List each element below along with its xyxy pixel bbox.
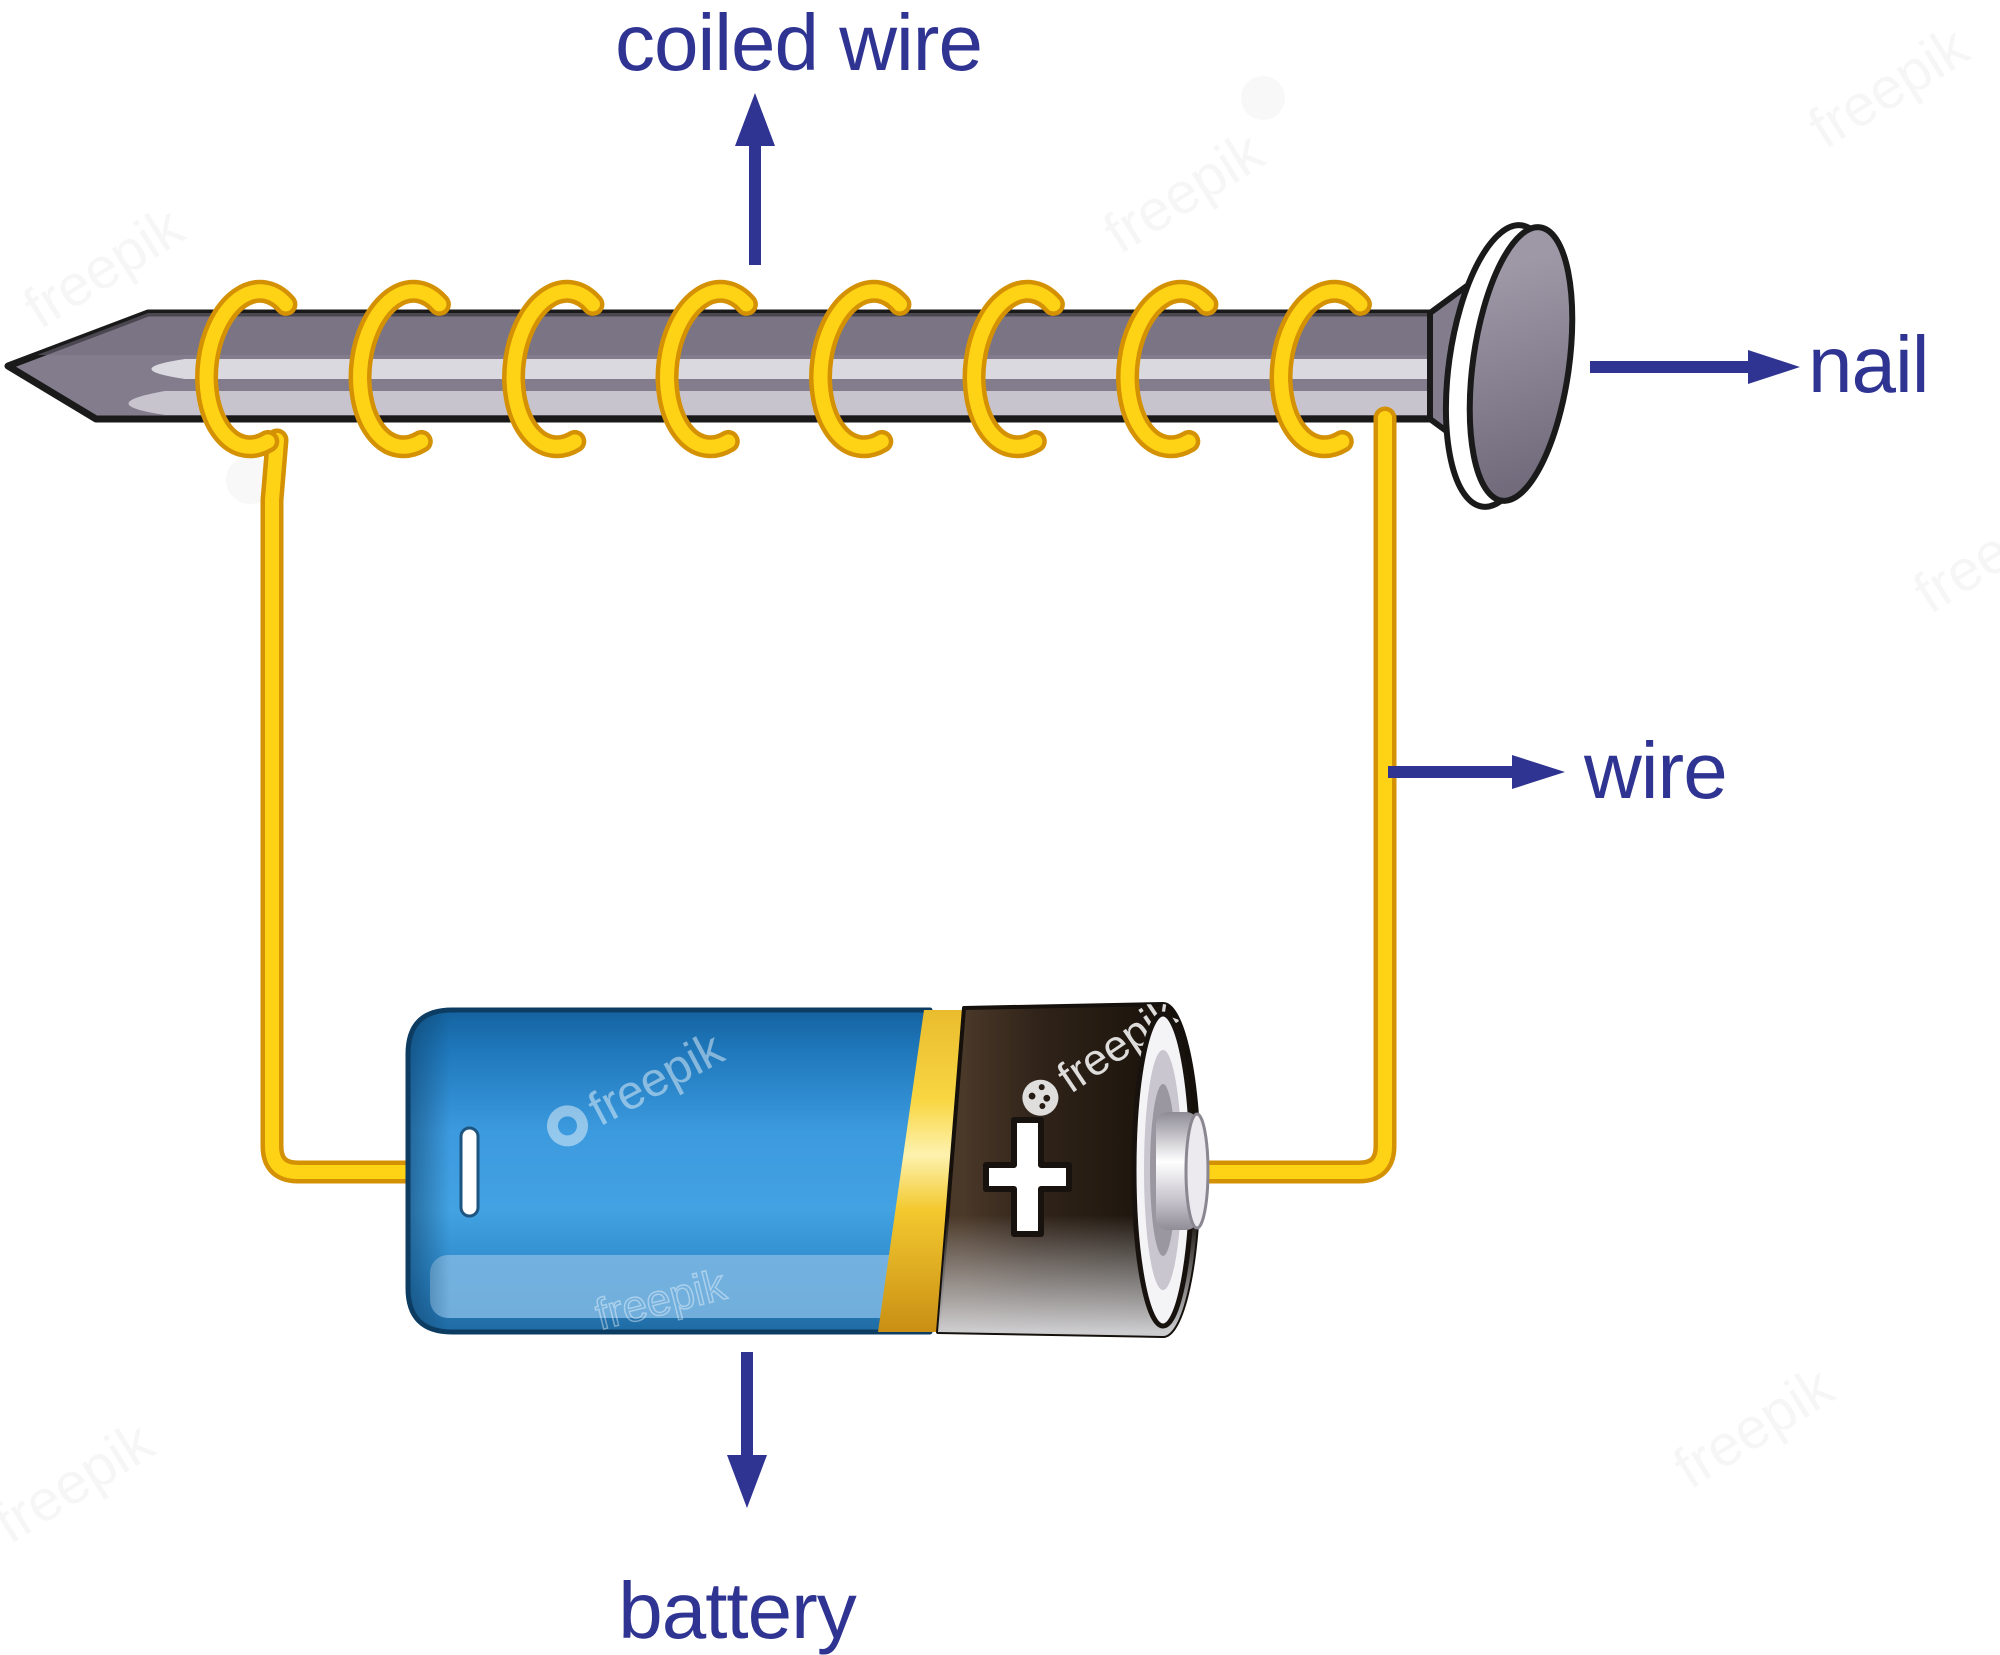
battery-left-shade <box>408 1010 450 1332</box>
label-coiled-wire: coiled wire <box>615 0 982 87</box>
battery-body-gloss <box>430 1255 930 1318</box>
coil-turn <box>1120 284 1214 454</box>
nail-highlight-stripe <box>128 391 1432 415</box>
nail-head <box>1466 224 1576 504</box>
nail-shading <box>8 313 1432 415</box>
battery-negative-slot <box>459 1126 480 1218</box>
nail-highlight-stripe <box>151 359 1432 379</box>
coil-turn <box>199 284 293 454</box>
left-wire <box>272 440 416 1172</box>
label-nail: nail <box>1808 320 1929 409</box>
battery-terminal-face <box>1184 1112 1210 1230</box>
nail-top-shade <box>8 313 1432 355</box>
coil-turn <box>660 284 754 454</box>
watermark-logo <box>1241 76 1285 120</box>
arrow-right-nail <box>1590 350 1800 384</box>
arrow-up-coiled-wire <box>735 93 775 265</box>
label-battery: battery <box>618 1566 857 1655</box>
watermark-text: freepik <box>1092 118 1275 266</box>
label-wire: wire <box>1583 726 1727 815</box>
arrow-right-wire <box>1388 755 1565 789</box>
coil-turn <box>813 284 907 454</box>
callout-arrows <box>727 93 1800 1508</box>
battery-graphic: freepik freepik freepik <box>405 1002 1210 1338</box>
coil-group <box>195 279 1372 459</box>
arrow-down-battery <box>727 1352 767 1508</box>
coil-turn <box>353 284 447 454</box>
coil-turn <box>1274 284 1368 454</box>
coil-turn <box>967 284 1061 454</box>
right-wire <box>1198 418 1385 1172</box>
watermark-text: freepik <box>1797 13 1980 161</box>
coil-turn <box>506 284 600 454</box>
battery-plus-sign <box>983 1117 1072 1237</box>
watermark-text: freepik <box>0 1408 165 1556</box>
watermark-text: freepik <box>1902 478 2000 626</box>
watermark-text: freepik <box>1662 1353 1845 1501</box>
